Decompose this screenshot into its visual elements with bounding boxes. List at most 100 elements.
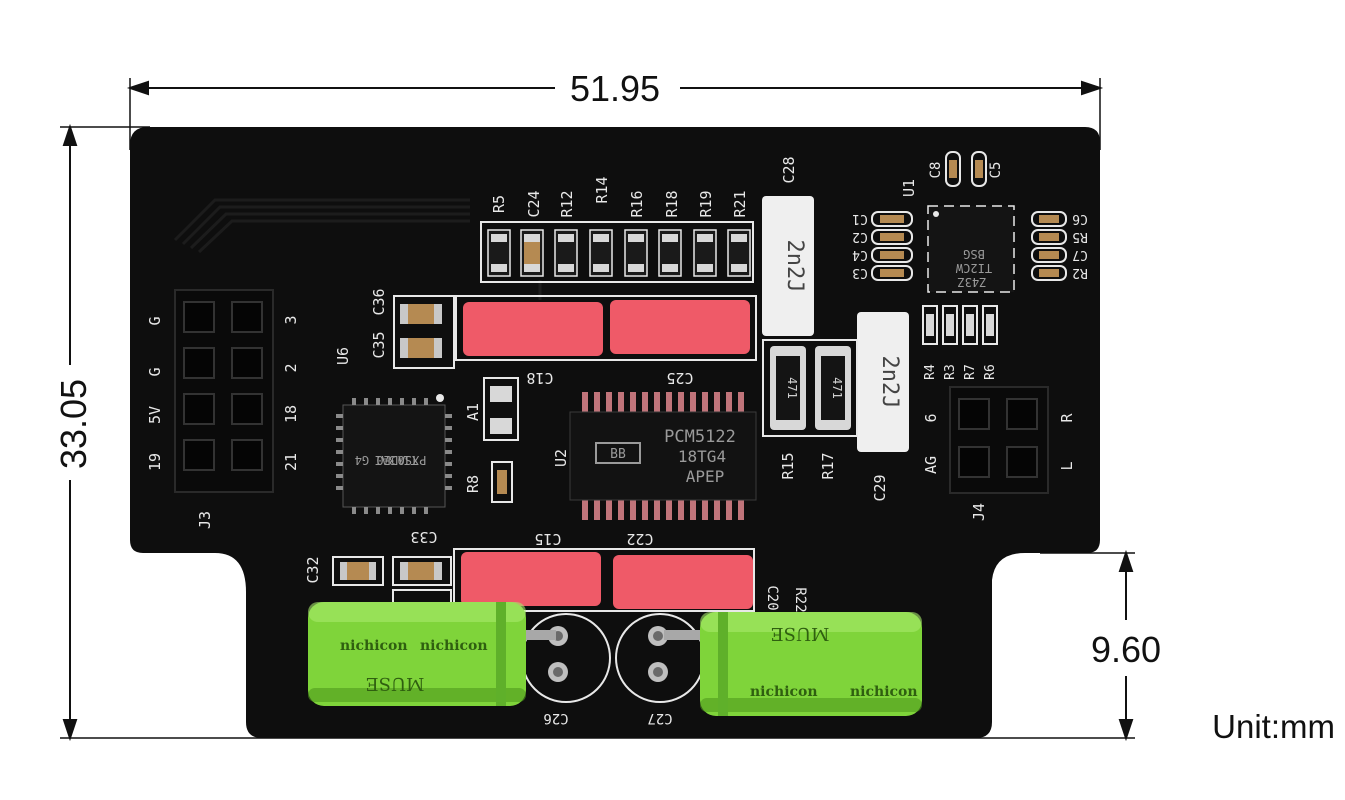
u6-chip: PXS0 TI 3AI ADE0 G4 — [336, 394, 452, 514]
j3-pin-label: 21 — [282, 453, 300, 471]
j4-pin-label: L — [1058, 461, 1076, 470]
r-row-label: R4 — [923, 364, 938, 380]
resistor-label: R14 — [593, 176, 611, 203]
electrolytic-capacitor-right: MUSE nichicon nichicon — [700, 612, 922, 716]
r-row-label: R6 — [983, 364, 998, 380]
resistor-label: R18 — [663, 190, 681, 217]
j3-pin-label: G — [146, 367, 164, 376]
c35-label: C35 — [370, 331, 388, 358]
c5-label: C5 — [988, 162, 1004, 179]
u1-cap-label: R5 — [1072, 229, 1088, 244]
c26-footprint — [520, 613, 611, 703]
u2-logo: BB — [610, 447, 626, 462]
u6-marking: PXS0 — [398, 453, 427, 467]
r15-value: 471 — [785, 377, 799, 399]
u1-marking: TI2CW — [955, 261, 992, 275]
c27-footprint — [615, 613, 705, 703]
u2-marking: 18TG4 — [678, 447, 726, 466]
c8-label: C8 — [928, 162, 944, 179]
u2-label: U2 — [552, 449, 570, 467]
u2-marking: PCM5122 — [664, 427, 736, 447]
j3-pin-label: 3 — [282, 315, 300, 324]
a1-pad — [483, 377, 519, 441]
c29-label: C29 — [871, 474, 889, 501]
j4-pin-label: AG — [922, 456, 940, 474]
r8-resistor — [491, 461, 513, 503]
j3-pin-label: 18 — [282, 405, 300, 423]
r-row-label: R3 — [943, 364, 958, 380]
j3-pin-label: 5V — [146, 406, 164, 424]
u2-chip: BB PCM5122 18TG4 APEP — [569, 392, 757, 520]
resistor-label: R16 — [628, 190, 646, 217]
c36-label: C36 — [370, 288, 388, 315]
u1-cap-label: C2 — [852, 229, 868, 244]
c18-label: C18 — [526, 369, 553, 387]
electrolytic-brand: nichicon — [850, 684, 918, 700]
c25-label: C25 — [666, 369, 693, 387]
c28-capacitor: 2n2J — [762, 196, 814, 336]
r15-r17-resistors: 471 471 — [762, 339, 858, 437]
u1-left-capacitors — [871, 211, 913, 281]
u1-cap-label: C6 — [1072, 211, 1088, 226]
r8-label: R8 — [464, 475, 482, 493]
r-row-resistors — [922, 305, 998, 345]
c32-c33-capacitors — [332, 556, 452, 605]
j3-label: J3 — [196, 511, 214, 529]
tab-height-value: 9.60 — [1091, 629, 1161, 670]
j3-pin-label: G — [146, 316, 164, 325]
resistor-label: R21 — [731, 190, 749, 217]
r17-value: 471 — [830, 377, 844, 399]
film-capacitors-top — [455, 295, 757, 361]
electrolytic-brand: nichicon — [340, 638, 408, 654]
u6-label: U6 — [334, 347, 352, 365]
c33-label: C33 — [410, 528, 437, 546]
a1-label: A1 — [464, 403, 482, 421]
u6-marking: ADE0 G4 — [355, 453, 406, 467]
j4-pin-label: R — [1058, 413, 1076, 423]
electrolytic-brand: nichicon — [750, 684, 818, 700]
u2-marking: APEP — [686, 467, 725, 486]
r-row-label: R7 — [963, 364, 978, 380]
c22-label: C22 — [626, 530, 653, 548]
resistor-label: R19 — [697, 190, 715, 217]
c29-capacitor: 2n2J — [857, 312, 909, 452]
u1-label: U1 — [900, 179, 918, 197]
u1-marking: BSG — [963, 247, 985, 261]
width-dimension — [126, 78, 1104, 150]
electrolytic-series: MUSE — [365, 673, 424, 694]
c32-label: C32 — [304, 556, 322, 583]
resistor-label: C24 — [525, 190, 543, 217]
height-value: 33.05 — [53, 379, 94, 469]
r15-label: R15 — [779, 452, 797, 479]
j3-pin-label: 2 — [282, 363, 300, 372]
c27-label: C27 — [647, 710, 672, 726]
u6-marking: TI 3AI — [374, 453, 417, 467]
c20-label: C20 — [764, 585, 780, 610]
width-value: 51.95 — [570, 68, 660, 109]
u1-right-capacitors — [1031, 211, 1067, 281]
u1-cap-label: C3 — [852, 265, 868, 280]
unit-label: Unit:mm — [1212, 708, 1335, 745]
c28-label: C28 — [780, 156, 798, 183]
j4-header — [949, 386, 1049, 494]
u1-cap-label: R2 — [1072, 265, 1088, 280]
r22-label: R22 — [792, 587, 808, 612]
u1-marking: Z43Z — [958, 275, 987, 289]
resistor-label: R12 — [558, 190, 576, 217]
u1-chip: BSG TI2CW Z43Z — [927, 205, 1015, 293]
j3-pin-label: 19 — [146, 453, 164, 471]
r17-label: R17 — [819, 452, 837, 479]
electrolytic-brand: nichicon — [420, 638, 488, 654]
c26-label: C26 — [543, 710, 568, 726]
pcb-traces — [173, 198, 542, 300]
j4-pin-label: 6 — [922, 413, 940, 422]
top-resistor-row — [480, 221, 754, 283]
electrolytic-series: MUSE — [770, 623, 829, 644]
j4-label: J4 — [970, 503, 988, 521]
u1-cap-label: C1 — [852, 211, 868, 226]
c8-c5-capacitors — [945, 151, 987, 187]
c15-label: C15 — [534, 530, 561, 548]
electrolytic-capacitor-left: nichicon nichicon MUSE — [308, 602, 526, 706]
c28-value: 2n2J — [782, 240, 807, 293]
film-capacitors-bottom — [453, 548, 755, 612]
